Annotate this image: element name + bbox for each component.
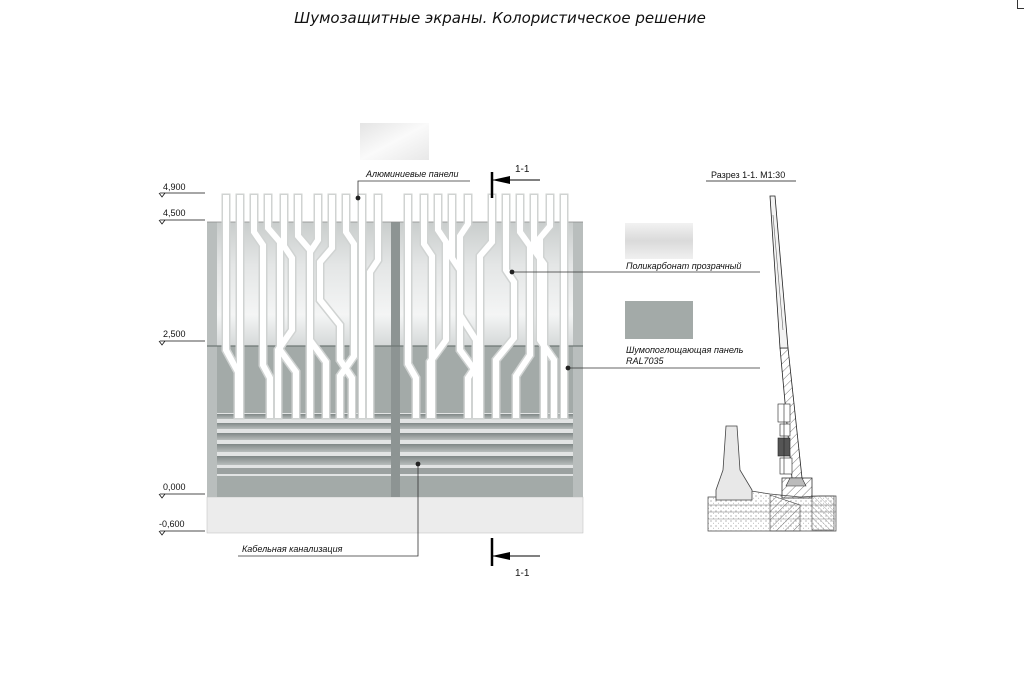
- screen-facade: [206, 193, 584, 534]
- level-4900: 4,900: [163, 182, 186, 192]
- level-marks: [158, 192, 205, 536]
- level-4500: 4,500: [163, 208, 186, 218]
- swatch-polycarbonate: [625, 223, 693, 259]
- section-mark-bottom: 1-1: [490, 538, 540, 579]
- label-noise-panel: Шумопоглощающая панель: [626, 345, 744, 355]
- section-equipment: [777, 403, 793, 475]
- section-mark-top-label: 1-1: [515, 164, 530, 175]
- aluminum-lamellas: [221, 193, 569, 420]
- section-mark-bottom-label: 1-1: [515, 568, 530, 579]
- callout-dots: [355, 195, 571, 467]
- label-noise-panel-ral: RAL7035: [626, 356, 665, 366]
- section-panel-upper: [769, 195, 789, 349]
- frame-post-center: [391, 222, 400, 497]
- sheet-frame-corner: [1017, 0, 1024, 9]
- frame-post-right: [573, 222, 583, 497]
- level-0000: 0,000: [163, 482, 186, 492]
- swatch-noise-panel: [625, 301, 693, 339]
- sheet-title: Шумозащитные экраны. Колористическое реш…: [294, 9, 706, 27]
- label-aluminum-panels: Алюминиевые панели: [365, 169, 459, 179]
- frame-post-left: [207, 222, 217, 497]
- level-2500: 2,500: [163, 329, 186, 339]
- section-drawing: Разрез 1-1. М1:30: [706, 170, 837, 532]
- section-parapet: [715, 425, 753, 501]
- label-cable-duct: Кабельная канализация: [242, 544, 343, 554]
- callout-leaders: [238, 180, 760, 557]
- swatch-aluminum: [360, 123, 429, 160]
- section-mark-top: 1-1: [490, 164, 540, 198]
- foundation-block: [206, 496, 584, 534]
- label-polycarbonate: Поликарбонат прозрачный: [626, 261, 741, 271]
- section-title: Разрез 1-1. М1:30: [711, 170, 785, 180]
- level-minus0600: -0,600: [159, 519, 185, 529]
